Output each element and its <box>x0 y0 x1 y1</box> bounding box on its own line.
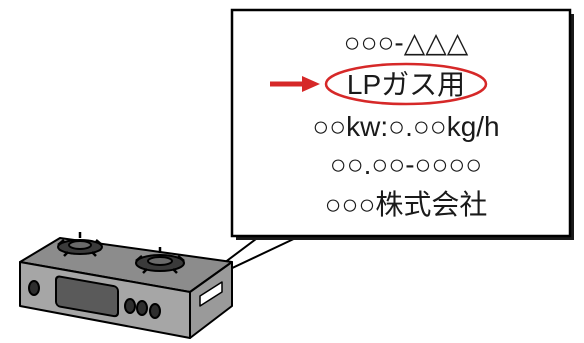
label-plate <box>230 8 574 240</box>
grill-window <box>55 275 119 318</box>
label-line-manufacturer: ○○○株式会社 <box>325 189 488 220</box>
side-label-plate <box>199 281 223 307</box>
right-burner <box>135 247 185 274</box>
label-line-serial: ○○.○○-○○○○ <box>330 149 482 180</box>
highlight-ellipse <box>324 62 488 106</box>
control-knobs <box>28 280 161 319</box>
left-burner <box>57 232 103 257</box>
label-line-gas-type: LPガス用 <box>347 69 465 100</box>
label-line-consumption: ○○kw:○.○○kg/h <box>312 111 499 142</box>
arrow-right-icon <box>270 76 320 92</box>
stove-side <box>189 261 233 339</box>
gas-stove-illustration <box>19 232 233 339</box>
label-line-model: ○○○-△△△ <box>344 27 469 58</box>
